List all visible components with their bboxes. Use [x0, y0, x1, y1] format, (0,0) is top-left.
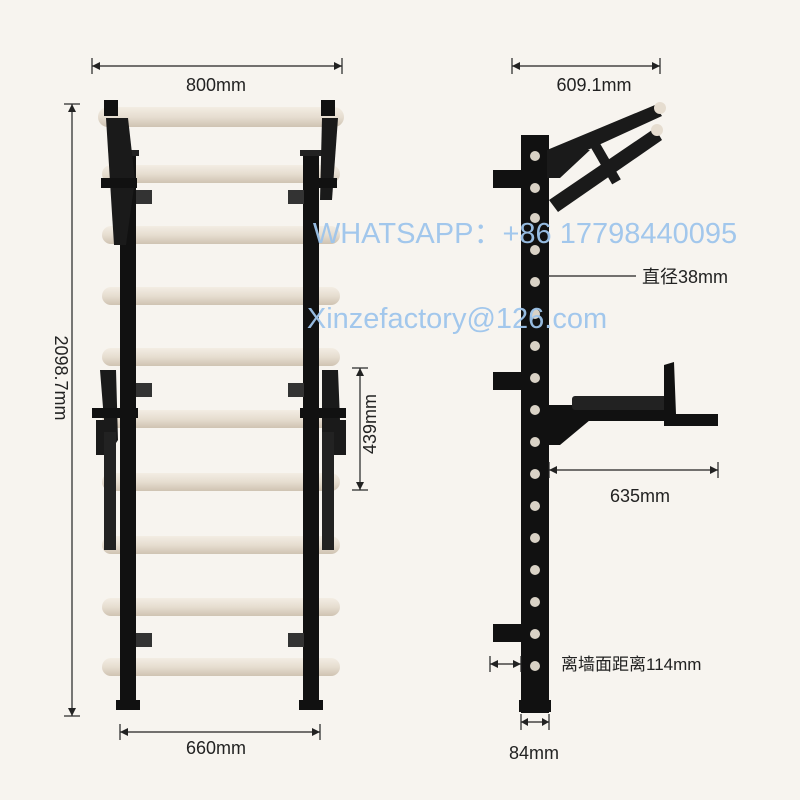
side-top-arm: [547, 102, 666, 212]
bar-span-label: 439mm: [360, 394, 380, 454]
side-width-label: 609.1mm: [556, 75, 631, 95]
seat-depth-label: 635mm: [610, 486, 670, 506]
wood-rungs: [98, 107, 344, 676]
bottom-width-label: 660mm: [186, 738, 246, 758]
right-post: [303, 150, 319, 710]
rung: [102, 287, 340, 305]
rung: [102, 658, 340, 676]
side-view: 609.1mm 直径38mm 635mm 离墙面距离114mm 84mm: [489, 58, 728, 763]
left-post: [120, 150, 136, 710]
side-dip-station: [549, 362, 718, 445]
side-wall-brackets: [493, 170, 521, 642]
wall-brackets: [136, 190, 304, 647]
rung: [102, 165, 340, 183]
rung: [98, 107, 344, 127]
rung: [102, 473, 340, 491]
front-view: 800mm 2098.7mm 660mm 439mm: [51, 58, 380, 758]
whatsapp-watermark: WHATSAPP：+86 17798440095: [313, 218, 737, 250]
wall-gap-label: 离墙面距离114mm: [561, 655, 701, 674]
post-holes: [530, 151, 540, 671]
top-width-label: 800mm: [186, 75, 246, 95]
diameter-label: 直径38mm: [642, 267, 728, 287]
rung: [102, 536, 340, 554]
side-post: [521, 135, 549, 713]
rung: [102, 348, 340, 366]
height-label: 2098.7mm: [51, 335, 71, 420]
rung: [102, 410, 340, 428]
rung: [102, 598, 340, 616]
post-depth-label: 84mm: [509, 743, 559, 763]
rung: [102, 226, 340, 244]
email-watermark: Xinzefactory@126.com: [307, 303, 607, 335]
